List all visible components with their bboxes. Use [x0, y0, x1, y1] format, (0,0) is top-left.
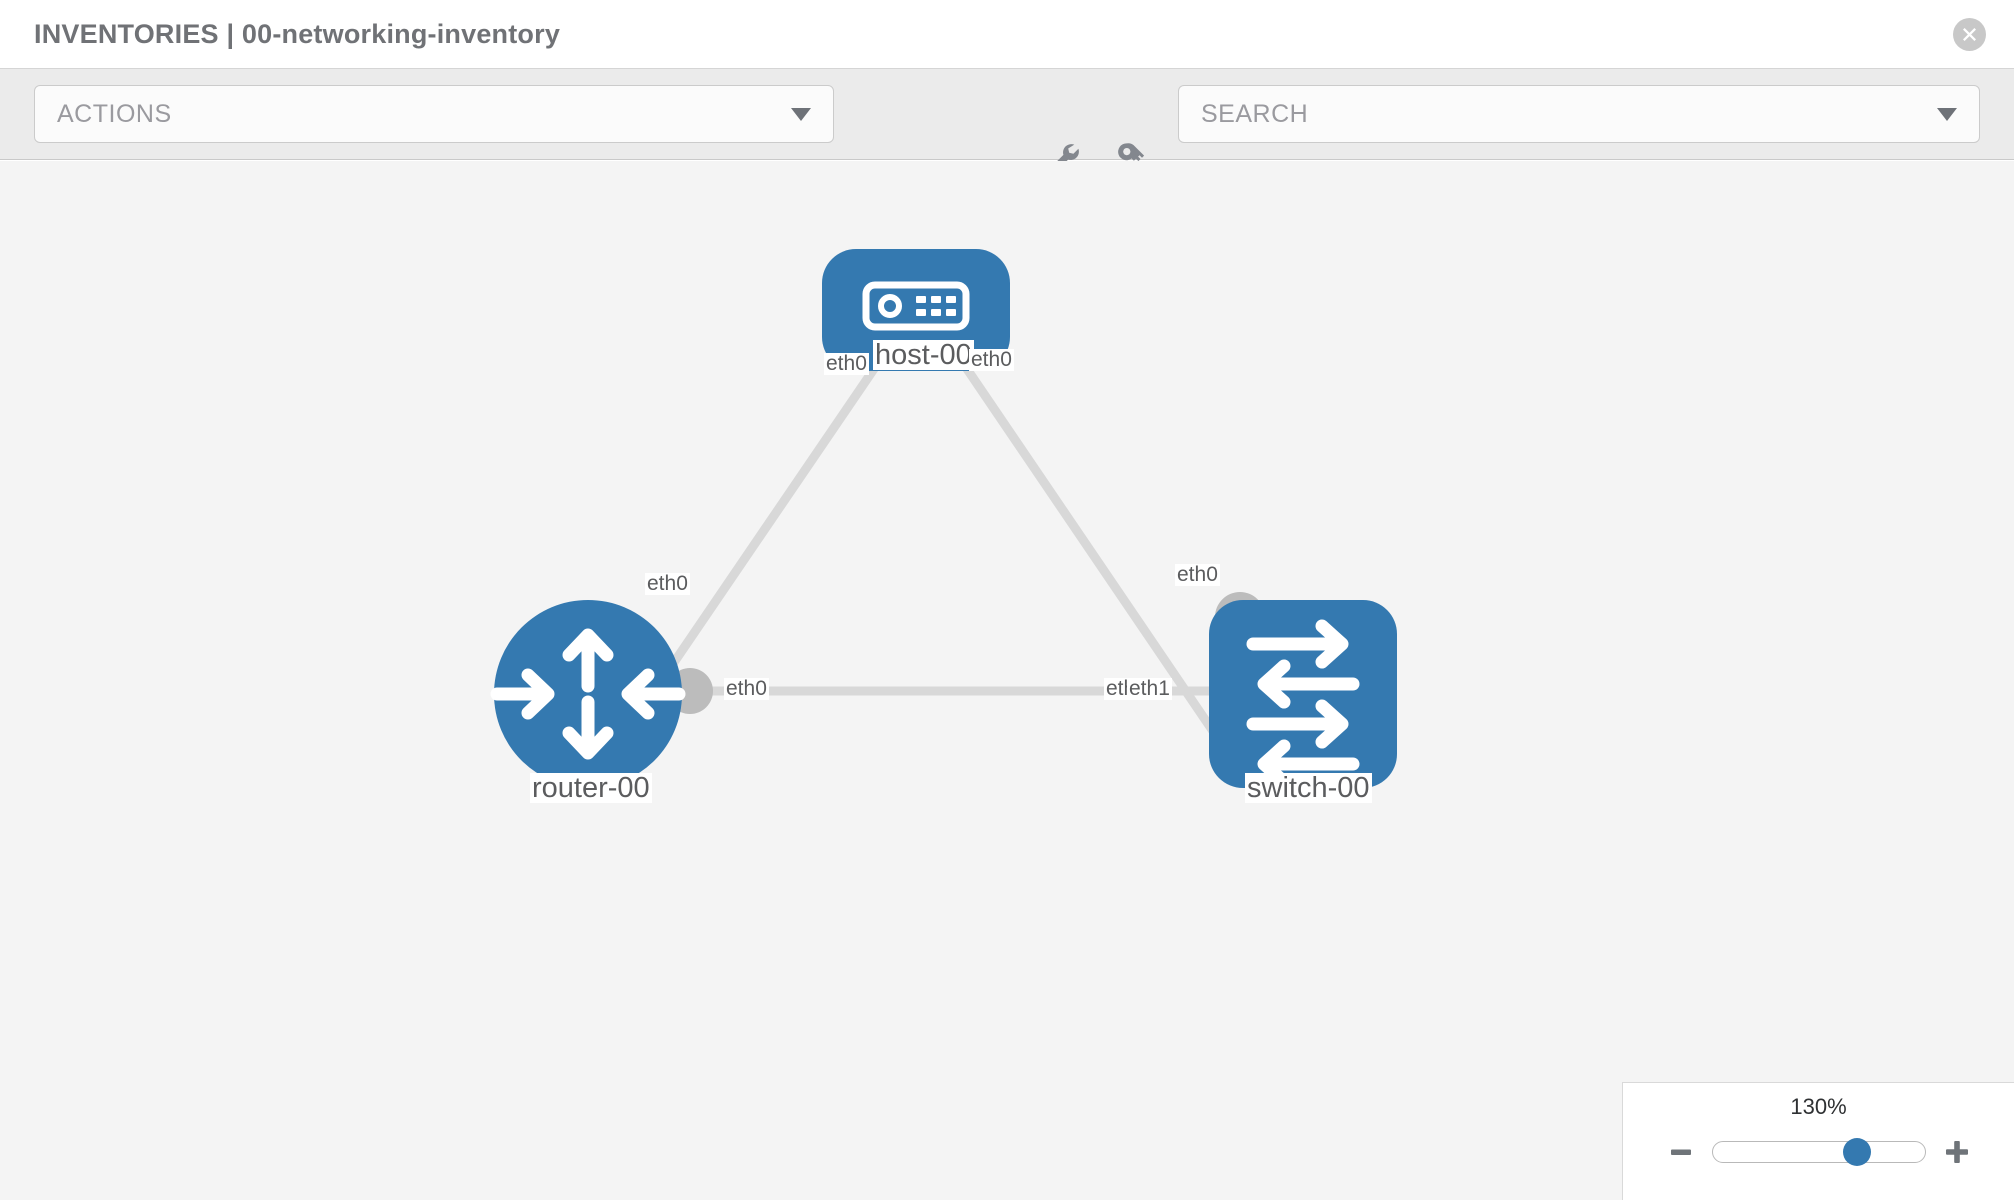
node-router-00[interactable] — [490, 600, 686, 788]
topology-graph — [490, 249, 1397, 789]
node-label-switch-00: switch-00 — [1245, 772, 1372, 804]
topology-canvas[interactable]: host-00 router-00 switch-00 eth0 eth0 et… — [0, 161, 2014, 1200]
minus-icon[interactable] — [1666, 1137, 1696, 1167]
edge-label-host-router-target: eth0 — [645, 572, 690, 596]
edge-label-host-switch-source: eth0 — [969, 348, 1014, 372]
zoom-level-value: 130% — [1790, 1094, 1847, 1119]
zoom-slider-track[interactable] — [1711, 1138, 1926, 1166]
search-placeholder: SEARCH — [1201, 99, 1309, 128]
actions-dropdown[interactable]: ACTIONS — [34, 85, 834, 143]
zoom-slider-row — [1623, 1131, 2014, 1173]
edge-label-router-switch-target-eth1: eth1 — [1127, 677, 1172, 701]
node-switch-00[interactable] — [1209, 600, 1397, 789]
toolbar: ACTIONS SEARCH — [0, 68, 2014, 170]
page-title: INVENTORIES | 00-networking-inventory — [34, 18, 561, 49]
node-label-host-00: host-00 — [873, 339, 974, 371]
edge-label-router-switch-source: eth0 — [724, 677, 769, 701]
edge-label-host-router-source: eth0 — [824, 352, 869, 376]
chevron-down-icon[interactable] — [1937, 107, 1957, 121]
key-icon[interactable] — [1110, 135, 1154, 179]
actions-dropdown-label: ACTIONS — [57, 99, 172, 128]
close-icon[interactable] — [1953, 18, 1986, 51]
plus-icon[interactable] — [1942, 1137, 1972, 1167]
zoom-control-panel: 130% — [1622, 1082, 2014, 1200]
topology-endpoints — [667, 316, 1265, 714]
link-host-switch[interactable] — [944, 338, 1244, 774]
window-header: INVENTORIES | 00-networking-inventory — [0, 0, 2014, 68]
search-input[interactable]: SEARCH — [1178, 85, 1980, 143]
zoom-slider-thumb[interactable] — [1842, 1138, 1871, 1166]
edge-label-host-switch-target: eth0 — [1175, 563, 1220, 587]
chevron-down-icon — [791, 107, 811, 121]
node-label-router-00: router-00 — [530, 772, 652, 804]
